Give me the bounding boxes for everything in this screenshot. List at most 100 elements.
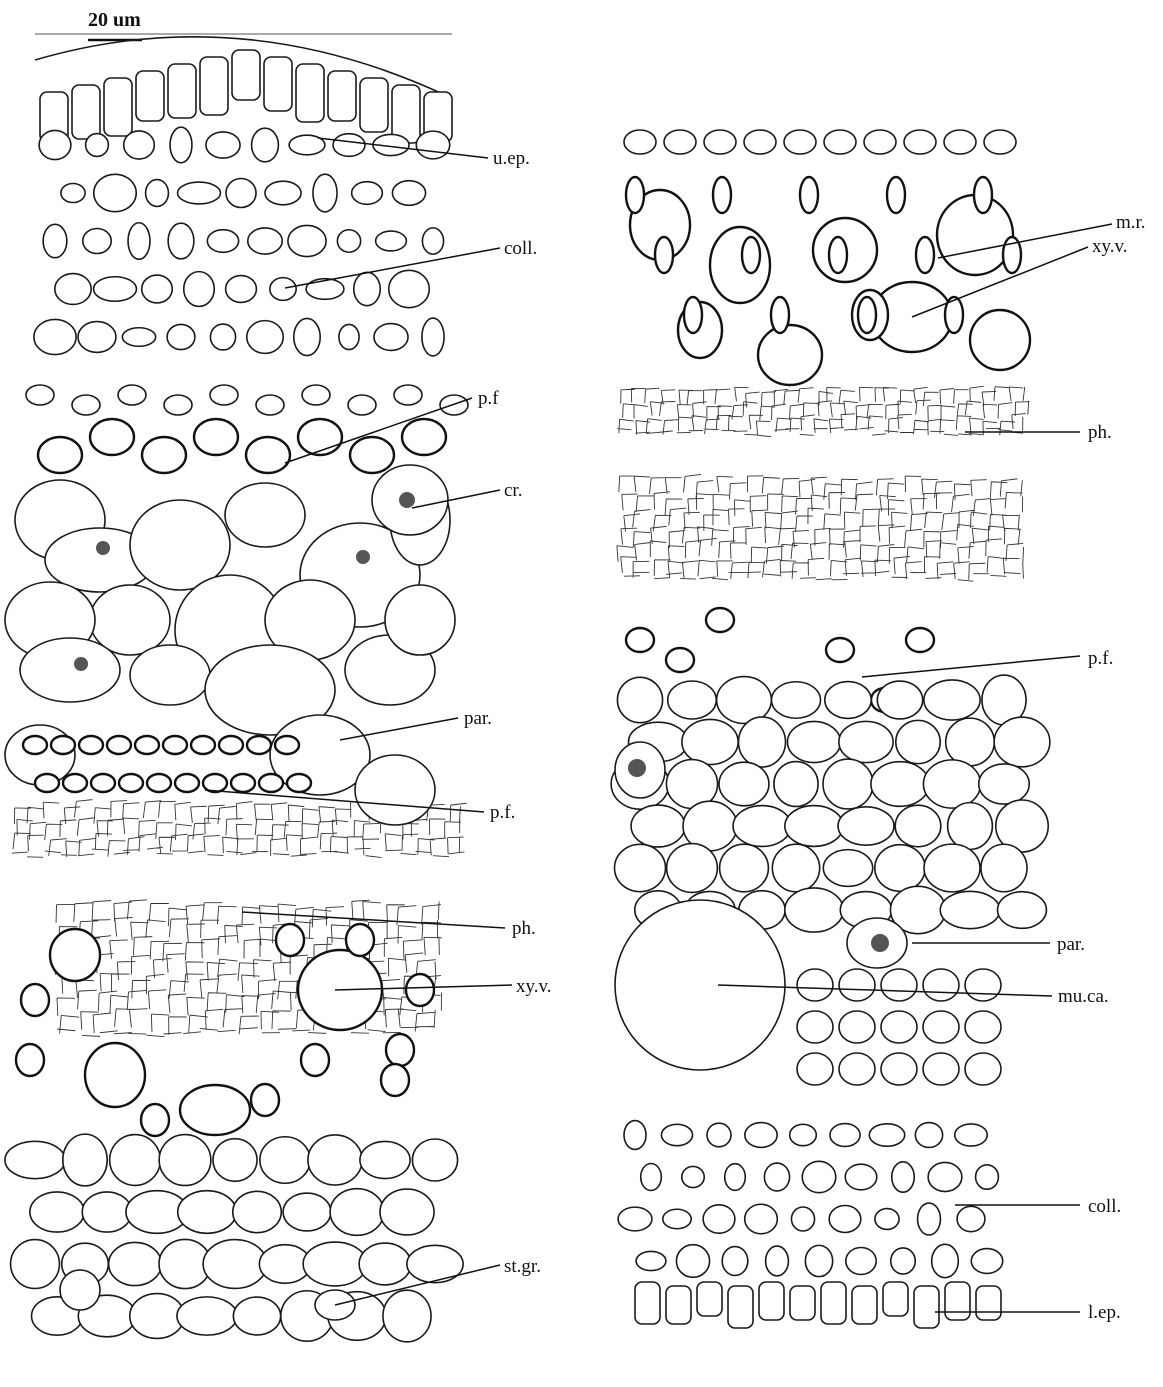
parenchyma-cell bbox=[875, 845, 925, 892]
parenchyma-cell bbox=[615, 844, 666, 891]
parenchyma-cell bbox=[624, 130, 656, 154]
parenchyma-cell bbox=[682, 719, 738, 764]
collenchyma-cell bbox=[43, 224, 67, 257]
lower-epidermal-cell bbox=[945, 1282, 970, 1320]
phloem-network-right-top bbox=[617, 386, 1029, 437]
collenchyma-cell bbox=[94, 277, 137, 301]
collenchyma-cell bbox=[167, 324, 195, 349]
collenchyma-cell bbox=[146, 180, 169, 207]
collenchyma-cell bbox=[206, 132, 240, 158]
xylem-vessel bbox=[50, 929, 100, 981]
phloem-fiber-cell bbox=[826, 638, 854, 662]
parenchyma-cell bbox=[895, 805, 941, 847]
cell-network bbox=[617, 386, 1029, 437]
parenchyma-cell bbox=[998, 892, 1047, 929]
parenchyma-cell bbox=[109, 1242, 162, 1285]
phloem-fiber-cell bbox=[287, 774, 311, 792]
upper-epidermal-cell bbox=[264, 57, 292, 111]
label-upper-epidermis: u.ep. bbox=[493, 148, 530, 169]
collenchyma-cell bbox=[846, 1248, 876, 1275]
phloem-fiber-cell bbox=[142, 437, 186, 473]
collenchyma-cell bbox=[394, 385, 422, 405]
label-starch-grains: st.gr. bbox=[504, 1256, 541, 1277]
collenchyma-cell bbox=[722, 1247, 748, 1276]
collenchyma-cell bbox=[61, 183, 85, 202]
parenchyma-cell bbox=[923, 1011, 959, 1043]
crystal-druse bbox=[871, 934, 889, 952]
collenchyma-cell bbox=[207, 230, 238, 253]
collenchyma-cell bbox=[389, 270, 430, 307]
parenchyma-cell bbox=[923, 760, 980, 808]
collenchyma-cell bbox=[83, 228, 111, 253]
collenchyma-cell bbox=[682, 1166, 704, 1187]
collenchyma-cell bbox=[164, 395, 192, 415]
parenchyma-cell bbox=[383, 1290, 431, 1342]
collenchyma-cell bbox=[703, 1205, 735, 1233]
parenchyma-cell bbox=[904, 130, 936, 154]
collenchyma-cell bbox=[918, 1203, 941, 1235]
cell-network bbox=[617, 474, 1024, 581]
label-parenchyma-right: par. bbox=[1057, 934, 1085, 955]
xylem-cell bbox=[800, 177, 818, 213]
collenchyma-cell bbox=[891, 1248, 916, 1274]
phloem-fiber-cell bbox=[247, 736, 271, 754]
collenchyma-cell bbox=[337, 230, 360, 252]
xylem-cell bbox=[771, 297, 789, 333]
phloem-fiber-cell bbox=[35, 774, 59, 792]
parenchyma-cell bbox=[984, 130, 1016, 154]
label-mucilage-cavity: mu.ca. bbox=[1058, 986, 1109, 1007]
xylem-cell bbox=[858, 297, 876, 333]
lower-epidermal-cell bbox=[852, 1286, 877, 1324]
collenchyma-cell bbox=[128, 223, 150, 260]
collenchyma-cell bbox=[422, 318, 444, 356]
parenchyma-cell bbox=[981, 844, 1027, 892]
xylem-cell bbox=[655, 237, 673, 273]
collenchyma-cell bbox=[94, 174, 137, 211]
phloem-fiber-cell bbox=[231, 774, 255, 792]
parenchyma-cell bbox=[772, 844, 819, 892]
phloem-fiber-cell bbox=[350, 437, 394, 473]
parenchyma-cell bbox=[924, 844, 980, 892]
parenchyma-cell bbox=[11, 1240, 60, 1289]
parenchyma-cell bbox=[233, 1191, 282, 1232]
xylem-cell bbox=[742, 237, 760, 273]
parenchyma-cell bbox=[825, 682, 871, 719]
collenchyma-cell bbox=[928, 1162, 962, 1191]
label-crystal: cr. bbox=[504, 480, 522, 501]
label-parenchyma-left: par. bbox=[464, 708, 492, 729]
phloem-fiber-cell bbox=[191, 736, 215, 754]
phloem-fiber-cell bbox=[119, 774, 143, 792]
collenchyma-cell bbox=[55, 274, 91, 305]
phloem-fiber-cell bbox=[706, 608, 734, 632]
collenchyma-cell bbox=[142, 275, 173, 303]
upper-epidermis-cells bbox=[40, 50, 452, 143]
parenchyma-cell bbox=[308, 1135, 362, 1185]
parenchyma-cell bbox=[260, 1137, 310, 1184]
parenchyma-cell bbox=[965, 969, 1001, 1001]
upper-epidermal-cell bbox=[200, 57, 228, 115]
parenchyma-cell bbox=[355, 755, 435, 825]
collenchyma-cell bbox=[830, 1124, 860, 1147]
collenchyma-cell bbox=[333, 134, 365, 157]
collenchyma-cell bbox=[339, 324, 359, 349]
parenchyma-cell bbox=[965, 1053, 1001, 1085]
collenchyma-cell bbox=[170, 127, 192, 163]
xylem-cells-right bbox=[624, 130, 1030, 385]
lower-epidermal-cell bbox=[759, 1282, 784, 1320]
parenchyma-cell bbox=[744, 130, 776, 154]
vascular-cells-left bbox=[5, 924, 463, 1342]
phloem-fiber-cell bbox=[90, 419, 134, 455]
collenchyma-cell bbox=[306, 279, 344, 300]
xylem-vessel bbox=[180, 1085, 250, 1135]
parenchyma-cell bbox=[283, 1193, 331, 1231]
phloem-fiber-cell bbox=[163, 736, 187, 754]
lower-epidermal-cell bbox=[914, 1286, 939, 1328]
parenchyma-cell bbox=[877, 681, 922, 719]
parenchyma-cell bbox=[385, 585, 455, 655]
parenchyma-cell bbox=[923, 969, 959, 1001]
collenchyma-cell bbox=[247, 321, 283, 354]
xylem-vessel bbox=[16, 1044, 44, 1076]
phloem-fiber-cell bbox=[275, 736, 299, 754]
collenchyma-cell bbox=[248, 228, 282, 254]
xylem-vessel bbox=[141, 1104, 169, 1136]
